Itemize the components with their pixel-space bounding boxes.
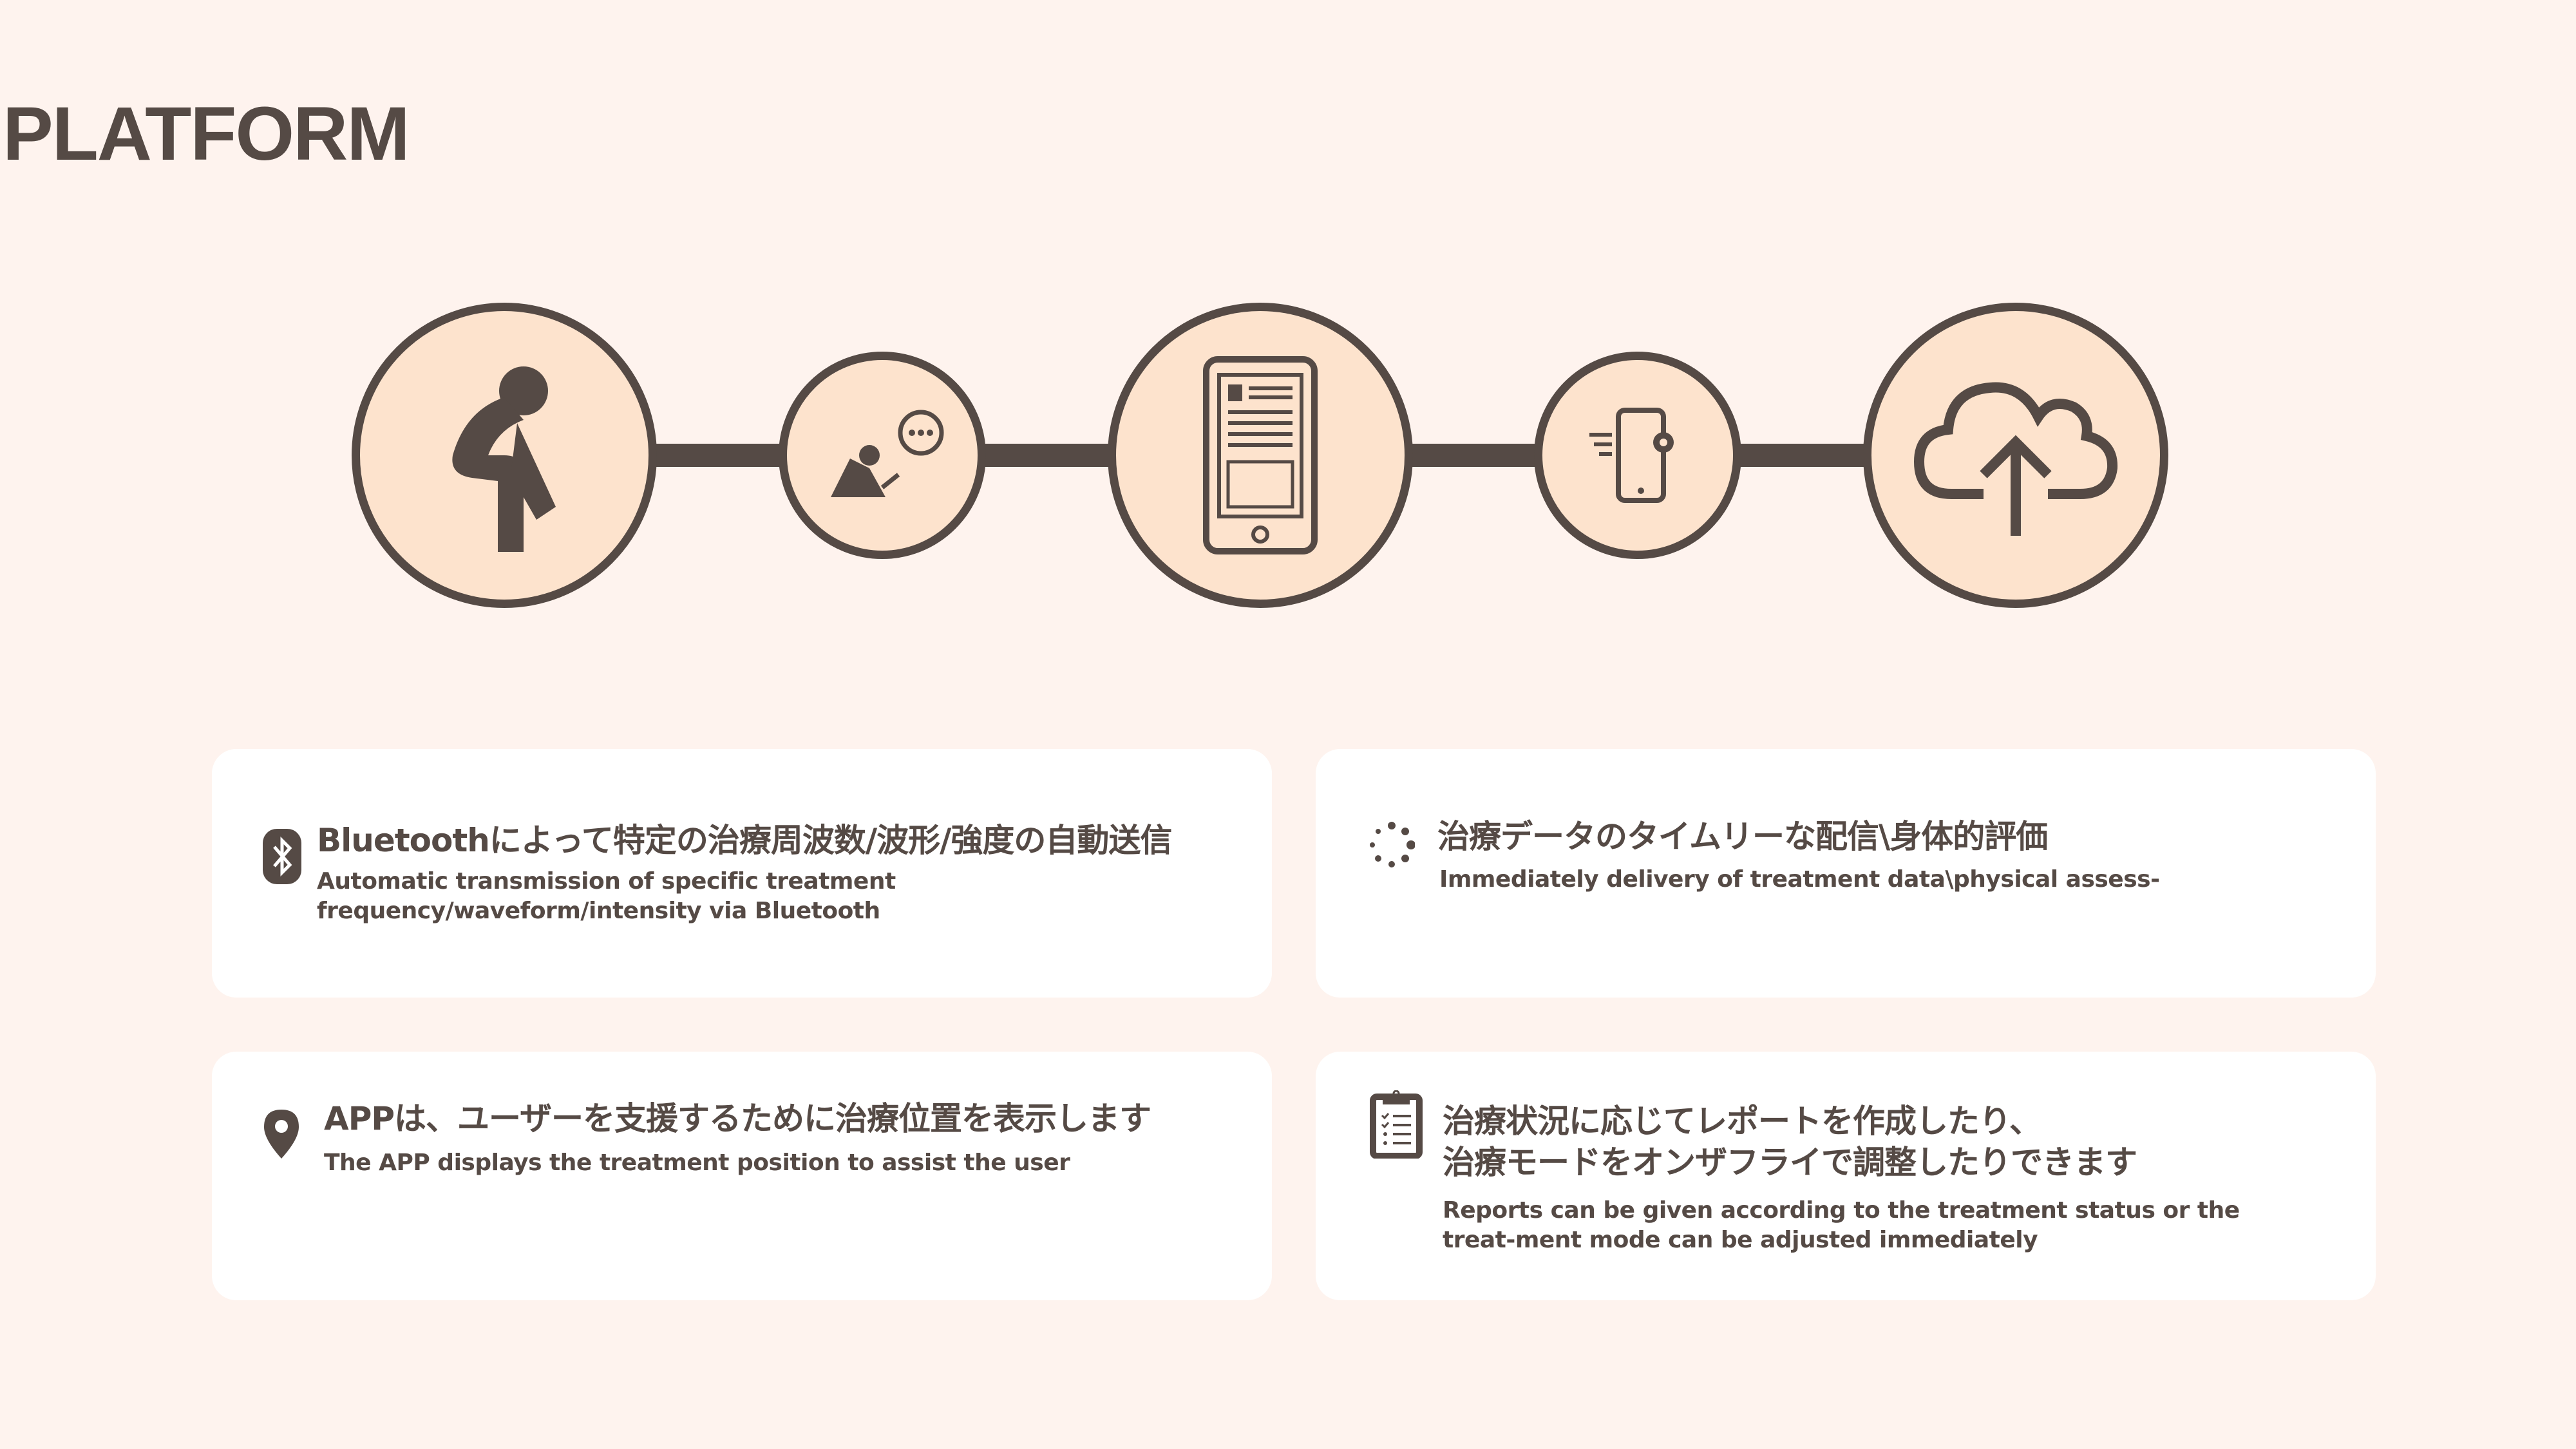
phone-settings-icon	[1589, 408, 1674, 503]
clipboard-checklist-icon	[1370, 1090, 1423, 1159]
flow-step-patient	[352, 303, 657, 608]
person-in-pain-icon	[452, 366, 556, 552]
feature-card-bluetooth: Bluetoothによって特定の治療周波数/波形/強度の自動送信 Automat…	[212, 749, 1272, 998]
loading-dots-icon	[1370, 822, 1415, 867]
card-subtitle: Immediately delivery of treatment data\p…	[1439, 866, 2160, 893]
flow-step-app	[1108, 303, 1413, 608]
flow-step-chat	[779, 352, 986, 559]
card-title-line2: 治療モードをオンザフライで調整したりできます	[1443, 1144, 2137, 1181]
feature-card-data-delivery: 治療データのタイムリーな配信\身体的評価 Immediately deliver…	[1316, 749, 2376, 998]
card-title: Bluetoothによって特定の治療周波数/波形/強度の自動送信	[317, 822, 1172, 859]
card-title: APPは、ユーザーを支援するために治療位置を表示します	[324, 1100, 1151, 1137]
flow-step-phone-settings	[1534, 352, 1741, 559]
page-title: PLATFORM	[3, 91, 410, 176]
flow-step-cloud	[1863, 303, 2168, 608]
cloud-upload-icon	[1913, 382, 2118, 536]
card-subtitle: Automatic transmission of specific treat…	[317, 868, 896, 924]
card-title-line1: 治療状況に応じてレポートを作成したり、	[1443, 1103, 2041, 1140]
card-subtitle: The APP displays the treatment position …	[324, 1150, 1070, 1176]
card-subtitle: Reports can be given according to the tr…	[1443, 1197, 2240, 1253]
bluetooth-icon	[263, 829, 301, 884]
card-title: 治療データのタイムリーな配信\身体的評価	[1437, 818, 2048, 855]
feature-card-report: 治療状況に応じてレポートを作成したり、 治療モードをオンザフライで調整したりでき…	[1316, 1052, 2376, 1300]
feature-card-position: APPは、ユーザーを支援するために治療位置を表示します The APP disp…	[212, 1052, 1272, 1300]
location-pin-icon	[264, 1110, 299, 1159]
smartphone-document-icon	[1203, 356, 1318, 554]
person-chat-icon	[831, 410, 944, 497]
